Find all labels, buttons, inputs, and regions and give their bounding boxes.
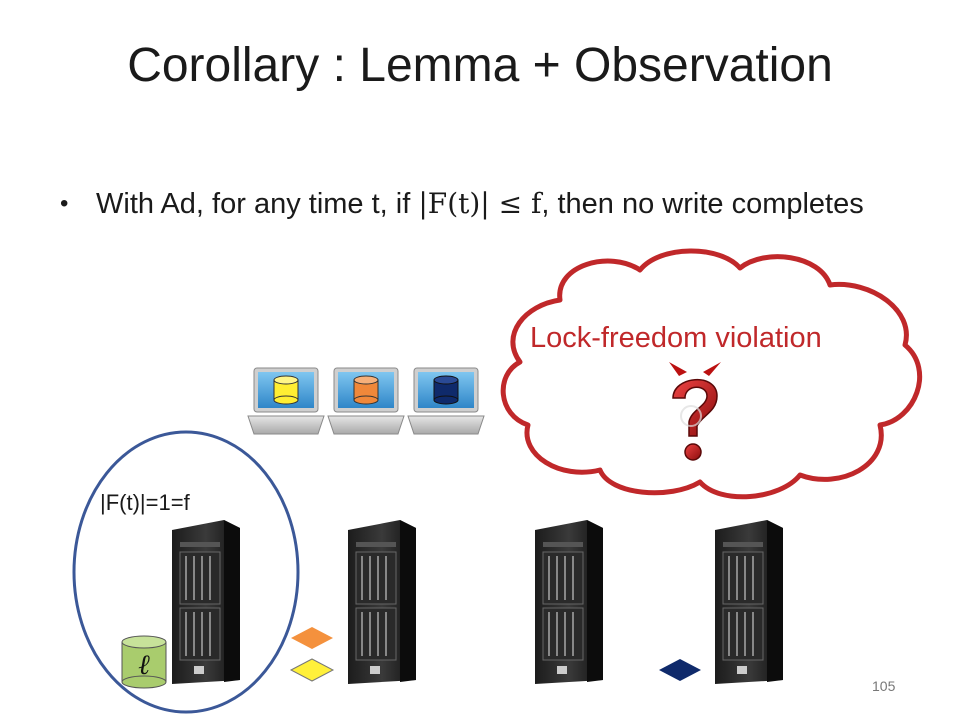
- server-tower-icon: [172, 520, 240, 684]
- bullet-math: |F(t)| ≤ f: [418, 187, 542, 220]
- bullet-text: With Ad, for any time t, if |F(t)| ≤ f, …: [96, 182, 876, 226]
- diamond-yellow-icon: [289, 658, 335, 682]
- page-number: 105: [872, 678, 896, 694]
- thought-cloud: [500, 248, 923, 500]
- bullet-text-part1: With Ad, for any time t, if: [96, 188, 419, 220]
- register-cylinder-icon: ℓ: [121, 635, 167, 689]
- database-icon: [353, 375, 379, 405]
- cloud-label: Lock-freedom violation: [530, 322, 822, 354]
- laptop-icon: [327, 367, 405, 435]
- faulty-set-circle: [72, 430, 300, 714]
- laptop-icon: [247, 367, 325, 435]
- database-icon: [273, 375, 299, 405]
- diamond-orange-icon: [291, 627, 333, 649]
- server-tower-icon: [715, 520, 783, 684]
- devil-question-mark-icon: [669, 362, 721, 461]
- faulty-set-label: |F(t)|=1=f: [100, 490, 190, 515]
- database-icon: [433, 375, 459, 405]
- server-tower-icon: [348, 520, 416, 684]
- slide-title: Corollary : Lemma + Observation: [127, 39, 833, 92]
- register-label: ℓ: [138, 648, 150, 681]
- bullet-text-part2: , then no write completes: [541, 188, 864, 220]
- server-tower-icon: [535, 520, 603, 684]
- laptop-icon: [407, 367, 485, 435]
- diamond-navy-icon: [659, 659, 701, 681]
- bullet-dot-icon: •: [60, 190, 69, 217]
